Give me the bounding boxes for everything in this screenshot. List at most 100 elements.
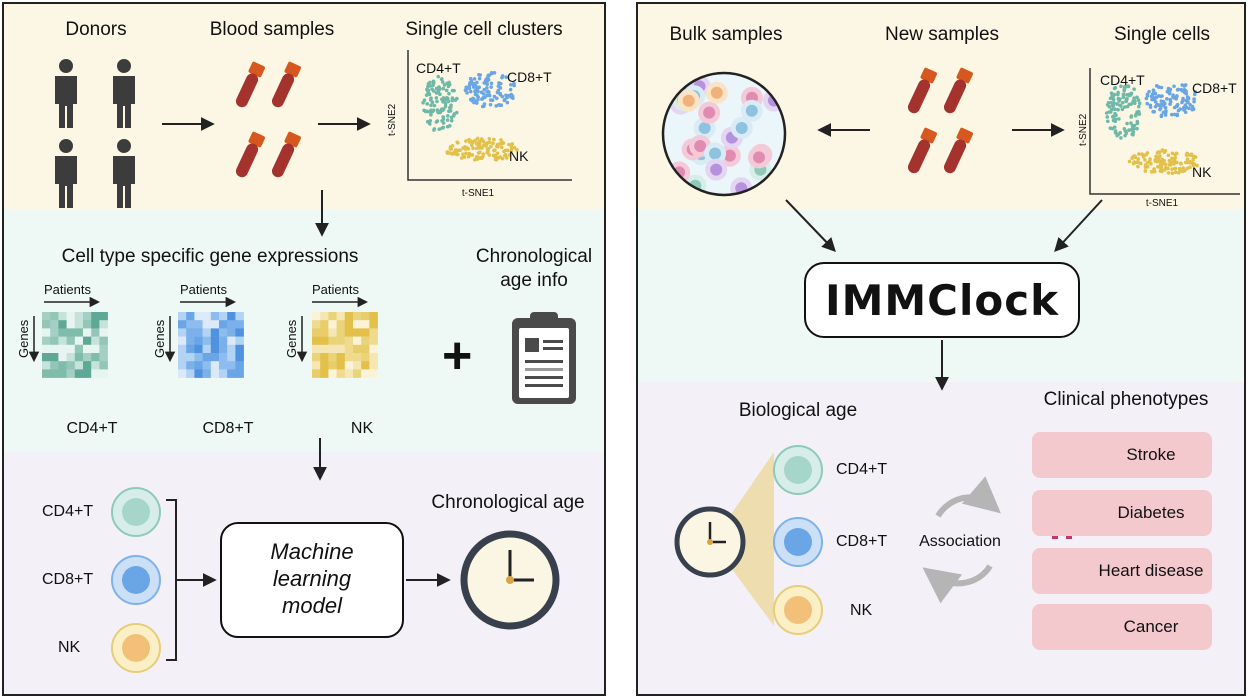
cluster-dot <box>464 88 468 92</box>
heatmap-cell <box>99 328 108 337</box>
cluster-dot <box>425 120 430 124</box>
nk-cell-icon <box>773 585 823 635</box>
cluster-dot <box>1155 102 1160 107</box>
cluster-dot <box>1192 97 1196 101</box>
cluster-dot <box>1156 164 1160 169</box>
heatmap-cell <box>50 328 59 337</box>
cluster-dot <box>1175 113 1180 118</box>
donors-label: Donors <box>65 19 127 40</box>
heatmap-cell <box>210 320 220 329</box>
cluster-dot <box>441 125 446 130</box>
heatmap-cd4 <box>42 312 108 378</box>
heatmap-cell <box>312 320 321 329</box>
cd8-cluster-label: CD8+T <box>1192 80 1237 96</box>
cluster-dot <box>1143 169 1148 173</box>
heatmap-cell <box>336 344 346 354</box>
heatmap-cell <box>91 336 100 346</box>
cluster-dot <box>1111 114 1115 119</box>
heatmap-cell <box>344 353 354 362</box>
tsne1-label: t-SNE1 <box>461 188 495 199</box>
heatmap-cell <box>194 328 203 337</box>
cluster-dot <box>1132 126 1136 131</box>
cluster-dot <box>1166 86 1171 91</box>
cluster-dot <box>437 86 442 91</box>
cluster-dot <box>437 127 442 132</box>
cluster-dot <box>1168 97 1173 102</box>
cluster-dot <box>503 152 508 157</box>
heatmap-cell <box>91 361 100 370</box>
cluster-dot <box>1105 115 1110 119</box>
heatmap-cell <box>353 336 362 346</box>
cd4-cell-icon <box>773 445 823 495</box>
heatmap-cell <box>83 361 92 370</box>
cluster-dot <box>1145 101 1150 106</box>
cluster-dot <box>1166 171 1171 175</box>
heatmap-cell <box>178 320 187 329</box>
heatmap-cell <box>178 353 187 362</box>
cluster-dot <box>1143 158 1147 162</box>
cluster-dot <box>1136 164 1140 169</box>
heatmap-cell <box>66 353 76 362</box>
genes-label: Genes <box>284 319 299 358</box>
cluster-dot <box>1166 153 1171 158</box>
bulk-sample-icon <box>661 71 787 197</box>
genes-label: Genes <box>152 319 167 358</box>
cluster-dot <box>501 141 506 145</box>
cluster-dot <box>1153 159 1158 163</box>
cluster-dot <box>496 84 501 88</box>
cluster-dot <box>1115 102 1119 106</box>
heatmap-cell <box>74 353 84 362</box>
blood-tube-icon <box>269 61 302 110</box>
cluster-dot <box>1170 156 1174 161</box>
cluster-dot <box>470 98 474 103</box>
heatmap-cell <box>186 361 195 370</box>
heatmap-cell <box>202 369 212 378</box>
cluster-dot <box>1131 132 1135 137</box>
cluster-dot <box>481 154 485 159</box>
cluster-dot <box>1124 84 1128 89</box>
cluster-dot <box>449 118 454 123</box>
cluster-dot <box>1151 109 1155 114</box>
heatmap-cell <box>227 312 236 321</box>
cluster-dot <box>1132 87 1136 91</box>
heatmap-cell <box>320 312 329 321</box>
cluster-dot <box>494 104 498 108</box>
cluster-dot <box>487 153 492 157</box>
cluster-dot <box>1164 109 1168 113</box>
heatmap-cell <box>186 369 195 378</box>
cluster-dot <box>498 103 502 107</box>
heatmap-cell <box>50 336 59 346</box>
heatmap-cell <box>312 312 321 321</box>
cluster-dot <box>1125 121 1129 126</box>
phenotype-label: Diabetes <box>1117 503 1185 522</box>
heatmap-cell <box>42 312 51 321</box>
cluster-dot <box>1173 166 1178 171</box>
cluster-dot <box>1185 95 1190 99</box>
clock-icon <box>674 506 746 578</box>
tsne-axes <box>407 50 572 181</box>
left-graphics <box>28 50 576 673</box>
cd8-cluster-label: CD8+T <box>507 69 552 85</box>
cluster-dot <box>456 148 461 153</box>
cluster-dot <box>507 153 512 157</box>
bio-cd4-label: CD4+T <box>836 461 888 478</box>
cluster-dot <box>486 74 491 78</box>
heatmap-cell <box>74 369 84 378</box>
donor-person-icon <box>113 59 135 128</box>
cluster-dot <box>498 155 503 159</box>
cd4-cluster-label: CD4+T <box>416 60 461 76</box>
cluster-dot <box>1159 99 1164 103</box>
model-input-cd8-label: CD8+T <box>42 571 94 588</box>
heatmap-cell <box>178 344 187 354</box>
heatmap-cell <box>353 353 362 362</box>
chrono-info-line1: Chronological <box>475 246 593 267</box>
cluster-dot <box>1174 151 1179 156</box>
heatmap-cell <box>91 320 100 329</box>
cluster-dot <box>454 152 459 157</box>
cluster-dot <box>1173 170 1178 175</box>
nk-cluster-label: NK <box>1192 164 1212 180</box>
cluster-dot <box>1151 89 1156 93</box>
cell-cluster-dots <box>1104 83 1199 175</box>
cluster-dot <box>1111 107 1116 111</box>
cluster-dot <box>1116 107 1120 112</box>
